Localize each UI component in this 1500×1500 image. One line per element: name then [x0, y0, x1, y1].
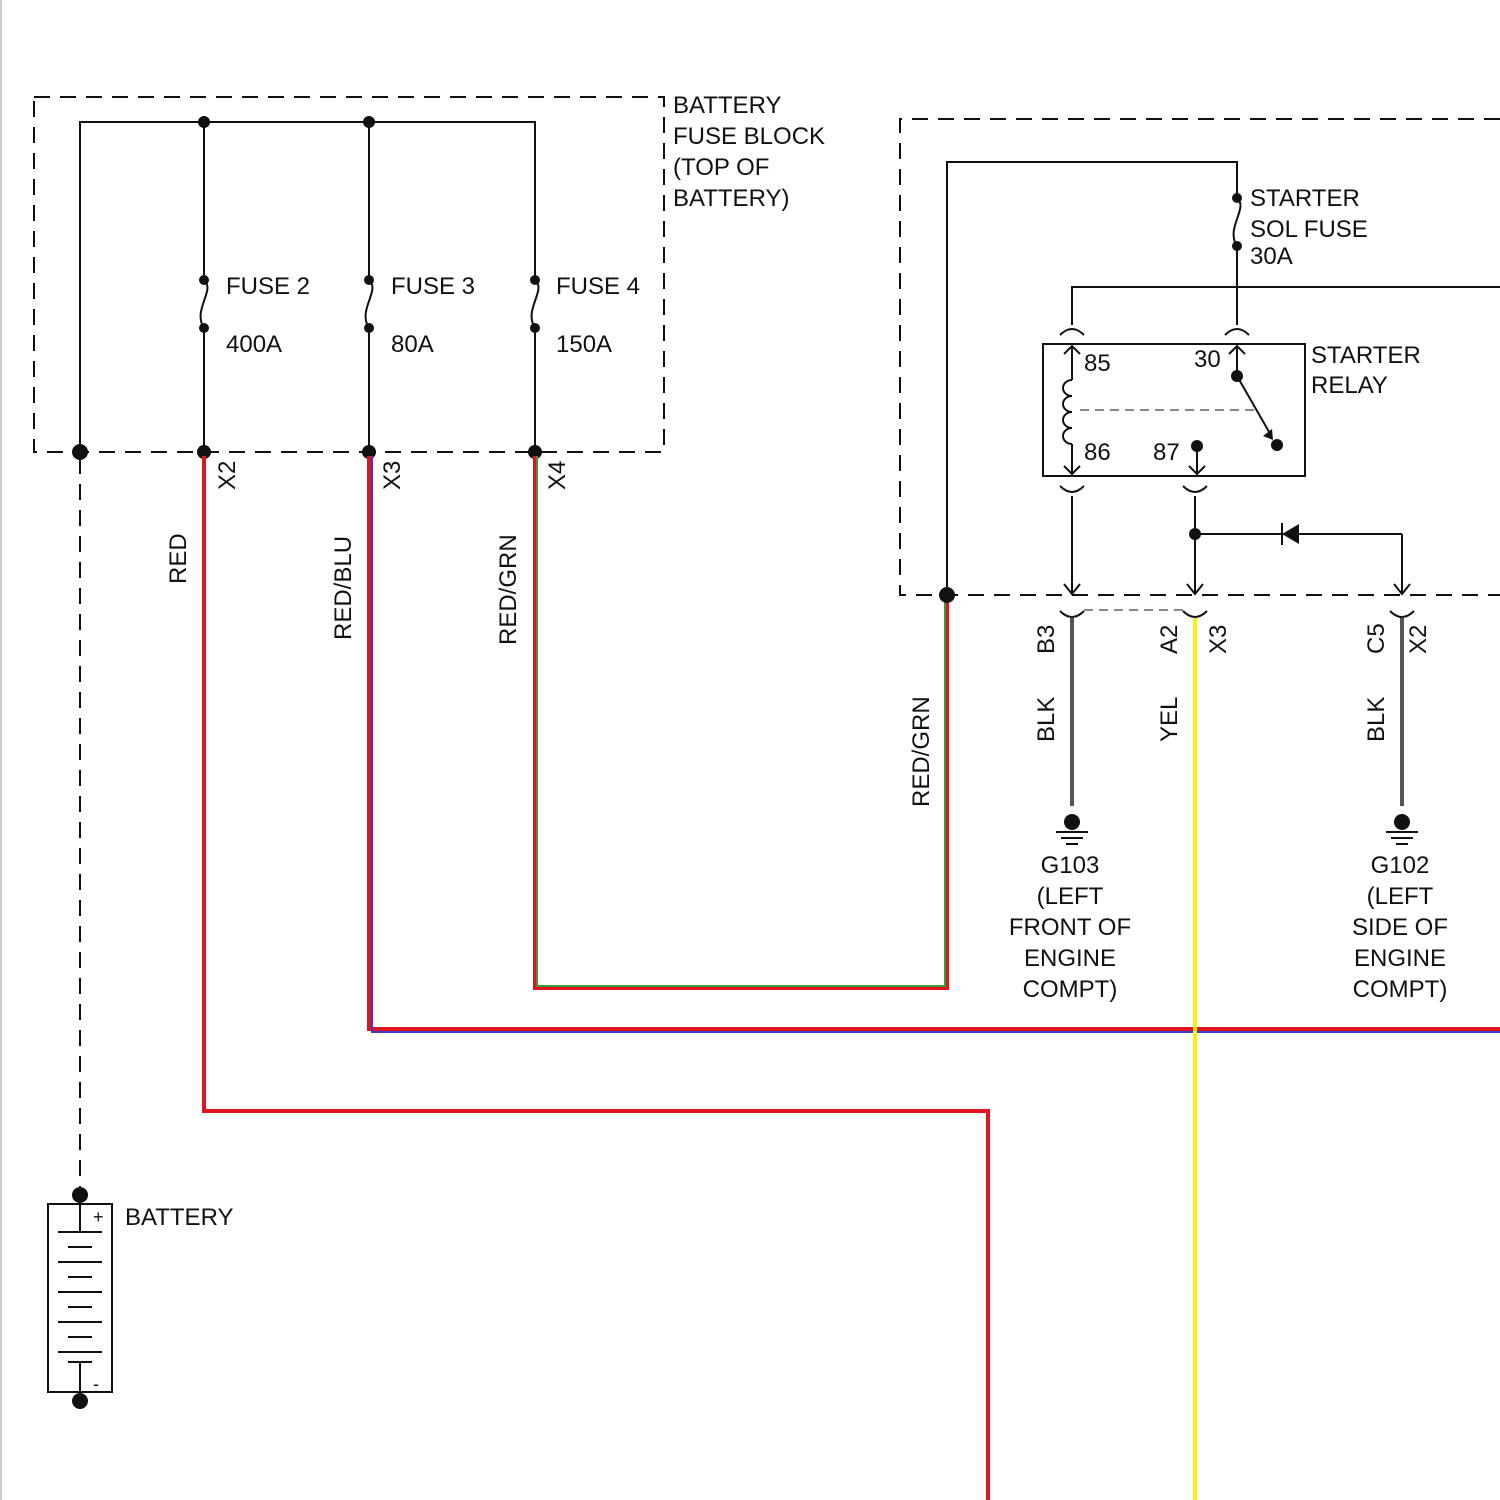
- ground-g102-line-5: COMPT): [1353, 976, 1448, 1003]
- wire-label-blk-g103: BLK: [1033, 697, 1060, 742]
- ground-g102-line-2: (LEFT: [1367, 883, 1434, 910]
- wire-label-red-grn-relay: RED/GRN: [908, 696, 935, 807]
- pin-label-b3: B3: [1033, 625, 1060, 654]
- pin-label-x2: X2: [214, 461, 241, 490]
- starter-sol-fuse: [1232, 193, 1242, 325]
- starter-relay-label-2: RELAY: [1311, 372, 1388, 399]
- wire-label-blk-g102: BLK: [1363, 697, 1390, 742]
- bus-junction-dot: [198, 116, 210, 128]
- pin-label-x2-relay: X2: [1405, 625, 1432, 654]
- wire-label-red: RED: [165, 533, 192, 584]
- starter-fuse-label-3: 30A: [1250, 243, 1293, 270]
- ground-g102-line-3: SIDE OF: [1352, 914, 1448, 941]
- diode: [1282, 524, 1299, 544]
- fuse-2: [197, 275, 211, 459]
- battery-fuse-block: FUSE 2 400A FUSE 3 80A FUSE 4 150A BATTE…: [34, 92, 825, 460]
- relay-terminal-85: 85: [1084, 350, 1111, 377]
- ground-g103-line-1: G103: [1041, 852, 1100, 879]
- relay-switch-arm: [1237, 376, 1272, 437]
- fuse-block-title-line-1: BATTERY: [673, 92, 781, 119]
- pin-label-x3: X3: [379, 461, 406, 490]
- relay-terminal-87: 87: [1153, 439, 1180, 466]
- ground-g102-line-4: ENGINE: [1354, 945, 1446, 972]
- fuse-block-title-line-4: BATTERY): [673, 185, 789, 212]
- starter-relay-box: STARTER SOL FUSE 30A 85 30 86 87 STARTER…: [900, 119, 1500, 603]
- relay-coil: [1063, 380, 1072, 444]
- fuse-2-rating: 400A: [226, 331, 282, 358]
- ground-g103-line-4: ENGINE: [1024, 945, 1116, 972]
- starter-fuse-label-1: STARTER: [1250, 185, 1360, 212]
- fuse-block-title-line-2: FUSE BLOCK: [673, 123, 825, 150]
- battery-feed-dot: [72, 444, 88, 460]
- ground-g102-line-1: G102: [1371, 852, 1430, 879]
- relay-terminal-30: 30: [1194, 346, 1221, 373]
- wire-label-red-grn: RED/GRN: [495, 534, 522, 645]
- battery-label: BATTERY: [125, 1204, 233, 1231]
- starter-fuse-label-2: SOL FUSE: [1250, 216, 1368, 243]
- wire-red-blu-stripe: [372, 456, 1500, 1032]
- ground-g103-line-3: FRONT OF: [1009, 914, 1131, 941]
- pin-label-x4: X4: [544, 461, 571, 490]
- relay-terminal-86: 86: [1084, 439, 1111, 466]
- wire-red-grn: [535, 456, 947, 988]
- pin-label-a2: A2: [1156, 625, 1183, 654]
- fuse-2-label: FUSE 2: [226, 273, 310, 300]
- pin-label-c5: C5: [1363, 623, 1390, 654]
- relay-85-feed: [1072, 287, 1500, 325]
- fuse-3-label: FUSE 3: [391, 273, 475, 300]
- starter-relay-label-1: STARTER: [1311, 342, 1421, 369]
- fuse-4-label: FUSE 4: [556, 273, 640, 300]
- wire-label-red-blu: RED/BLU: [330, 536, 357, 640]
- relay-box-feed-dot: [939, 587, 955, 603]
- battery-plus-sign: +: [93, 1207, 104, 1227]
- pin-label-x3-relay: X3: [1205, 625, 1232, 654]
- fuse-block-title-line-3: (TOP OF: [673, 154, 769, 181]
- ground-g102: G102 (LEFT SIDE OF ENGINE COMPT): [1352, 814, 1448, 1003]
- bus-junction-dot: [363, 116, 375, 128]
- wire-red: [204, 456, 988, 1500]
- wire-red-grn-stripe: [537, 456, 945, 986]
- fuse-4: [528, 275, 542, 459]
- fuse-3-rating: 80A: [391, 331, 434, 358]
- ground-g103-line-5: COMPT): [1023, 976, 1118, 1003]
- battery-minus-sign: -: [93, 1374, 99, 1394]
- fuse-3: [362, 275, 376, 459]
- fuse-4-rating: 150A: [556, 331, 612, 358]
- ground-g103: G103 (LEFT FRONT OF ENGINE COMPT): [1009, 814, 1131, 1003]
- wire-label-yel: YEL: [1156, 697, 1183, 742]
- ground-g103-line-2: (LEFT: [1037, 883, 1104, 910]
